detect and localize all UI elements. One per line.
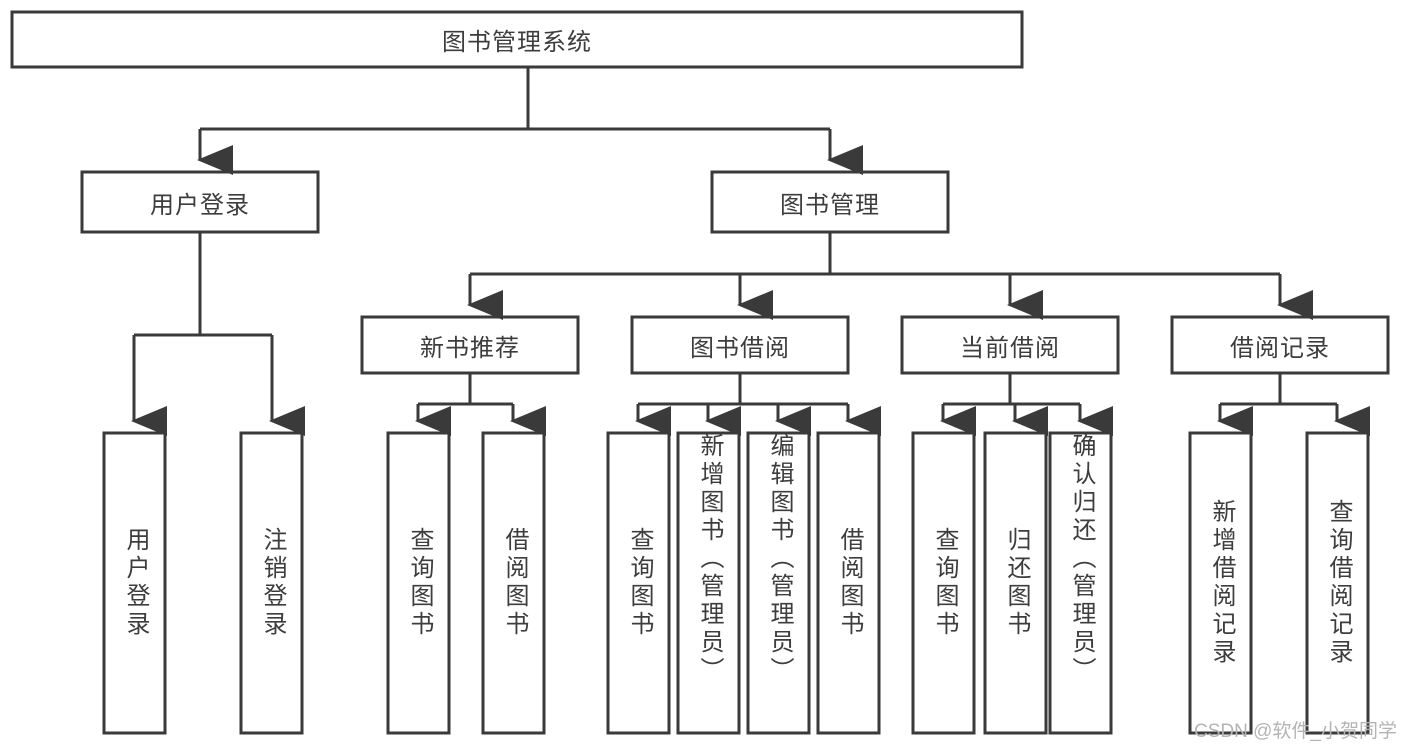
node-box-leaf-logout-login[interactable]	[239, 431, 304, 735]
node-box-leaf-borrow-book-bb[interactable]	[816, 431, 881, 735]
node-box-leaf-query-book-rec[interactable]	[386, 431, 451, 735]
node-box-leaf-user-login[interactable]	[102, 431, 167, 735]
node-box-leaf-add-book[interactable]	[676, 431, 741, 735]
node-box-book-management[interactable]	[710, 170, 950, 234]
node-box-leaf-add-borrow-record[interactable]	[1188, 431, 1253, 735]
node-box-book-borrow[interactable]	[630, 315, 850, 375]
node-box-current-borrow[interactable]	[900, 315, 1120, 375]
node-box-borrow-record[interactable]	[1170, 315, 1390, 375]
node-box-user-login[interactable]	[80, 170, 320, 234]
node-box-new-book-recommend[interactable]	[360, 315, 580, 375]
node-box-system[interactable]	[10, 10, 1024, 69]
node-box-leaf-query-borrow-record[interactable]	[1305, 431, 1370, 735]
node-box-leaf-query-book-cb[interactable]	[911, 431, 976, 735]
node-box-leaf-confirm-return[interactable]	[1048, 431, 1113, 735]
watermark-text: CSDN @软件_小贺同学	[1194, 721, 1397, 742]
node-box-leaf-query-book-bb[interactable]	[606, 431, 671, 735]
node-box-leaf-edit-book[interactable]	[746, 431, 811, 735]
node-box-leaf-borrow-book-rec[interactable]	[481, 431, 546, 735]
node-box-leaf-return-book[interactable]	[983, 431, 1048, 735]
